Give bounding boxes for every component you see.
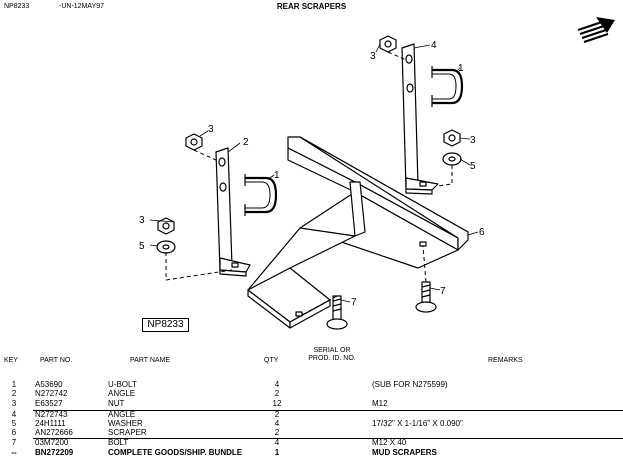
cell-key: --	[11, 448, 17, 457]
cell-part-name: SCRAPER	[108, 428, 147, 437]
cell-remarks: M12 X 40	[372, 438, 407, 447]
table-row: -- BN272209 COMPLETE GOODS/SHIP. BUNDLE …	[0, 449, 623, 457]
callout-5: 5	[470, 161, 476, 172]
nut-left-lower	[157, 217, 175, 235]
col-header-serial-line1: SERIAL OR	[313, 347, 351, 354]
u-bolt-right	[431, 66, 464, 107]
exploded-parts-diagram: 2 1 3 3 5 3 4 1 3 5 6 7 7	[139, 17, 615, 330]
table-row: 4 N272743 ANGLE 2	[0, 411, 623, 419]
nut-left-upper	[185, 133, 203, 151]
callout-1: 1	[458, 63, 464, 74]
col-header-serial: SERIAL OR PROD. ID. NO.	[300, 347, 364, 363]
table-row: 3 E63527 NUT 12 M12	[0, 400, 623, 408]
table-row: 6 AN272666 SCRAPER 2	[0, 429, 623, 437]
table-row: 7 03M7200 BOLT 4 M12 X 40	[0, 439, 623, 447]
washer-left	[156, 240, 176, 254]
direction-arrow-icon	[577, 17, 615, 43]
row-separator	[33, 438, 623, 439]
col-header-part-no: PART NO.	[40, 357, 73, 364]
col-header-remarks: REMARKS	[488, 357, 523, 364]
cell-remarks: 17/32" X 1-1/16" X 0.090"	[372, 419, 463, 428]
image-id: NP8233	[4, 3, 30, 10]
callout-7: 7	[440, 286, 446, 297]
cell-qty: 4	[274, 419, 280, 428]
callout-6: 6	[479, 227, 485, 238]
bolt-left	[326, 295, 348, 330]
cell-part-name: COMPLETE GOODS/SHIP. BUNDLE	[108, 448, 243, 457]
bolt-right	[415, 281, 437, 313]
cell-key: 2	[11, 389, 17, 398]
callout-3: 3	[139, 215, 145, 226]
cell-key: 7	[11, 438, 17, 447]
cell-key: 1	[11, 380, 17, 389]
cell-key: 6	[11, 428, 17, 437]
cell-part-no: A53690	[35, 380, 63, 389]
cell-part-no: 24H1111	[35, 419, 66, 428]
cell-part-no: N272743	[35, 410, 68, 419]
figure-label: NP8233	[142, 318, 189, 332]
col-header-key: KEY	[4, 357, 19, 364]
table-row: 5 24H1111 WASHER 4 17/32" X 1-1/16" X 0.…	[0, 420, 623, 428]
cell-part-name: U-BOLT	[108, 380, 137, 389]
cell-part-no: BN272209	[35, 448, 74, 457]
left-angle-part	[215, 147, 251, 277]
cell-part-no: E63527	[35, 399, 63, 408]
cell-part-name: ANGLE	[108, 389, 136, 398]
cell-remarks: M12	[372, 399, 388, 408]
callout-3: 3	[470, 135, 476, 146]
cell-qty: 1	[274, 448, 280, 457]
cell-part-name: BOLT	[108, 438, 129, 447]
cell-qty: 2	[274, 428, 280, 437]
cell-part-no: N272742	[35, 389, 68, 398]
date-code: -UN-12MAY97	[59, 3, 104, 10]
table-row: 2 N272742 ANGLE 2	[0, 390, 623, 398]
nut-top	[379, 35, 397, 53]
page-title: REAR SCRAPERS	[276, 2, 347, 11]
scraper-part	[247, 136, 469, 329]
row-separator	[33, 410, 623, 411]
cell-part-name: WASHER	[108, 419, 143, 428]
washer-right	[442, 152, 462, 166]
cell-remarks: MUD SCRAPERS	[372, 448, 437, 457]
callout-1: 1	[274, 170, 280, 181]
cell-remarks: (SUB FOR N275599)	[372, 380, 448, 389]
cell-key: 4	[11, 410, 17, 419]
cell-key: 3	[11, 399, 17, 408]
cell-part-name: ANGLE	[108, 410, 136, 419]
col-header-qty: QTY	[264, 357, 279, 364]
callout-2: 2	[243, 137, 249, 148]
nut-right	[443, 129, 461, 147]
cell-qty: 12	[272, 399, 282, 408]
table-row: 1 A53690 U-BOLT 4 (SUB FOR N275599)	[0, 381, 623, 389]
callout-7: 7	[351, 297, 357, 308]
cell-part-no: AN272666	[35, 428, 73, 437]
cell-qty: 2	[274, 410, 280, 419]
cell-key: 5	[11, 419, 17, 428]
col-header-serial-line2: PROD. ID. NO.	[308, 355, 356, 362]
cell-part-no: 03M7200	[35, 438, 69, 447]
col-header-part-name: PART NAME	[130, 357, 171, 364]
u-bolt-left	[244, 174, 278, 216]
cell-part-name: NUT	[108, 399, 125, 408]
callout-3: 3	[208, 124, 214, 135]
callout-5: 5	[139, 241, 145, 252]
callout-4: 4	[431, 40, 437, 51]
cell-qty: 2	[274, 389, 280, 398]
callout-3: 3	[370, 51, 376, 62]
cell-qty: 4	[274, 380, 280, 389]
right-angle-part	[401, 43, 439, 195]
cell-qty: 4	[274, 438, 280, 447]
